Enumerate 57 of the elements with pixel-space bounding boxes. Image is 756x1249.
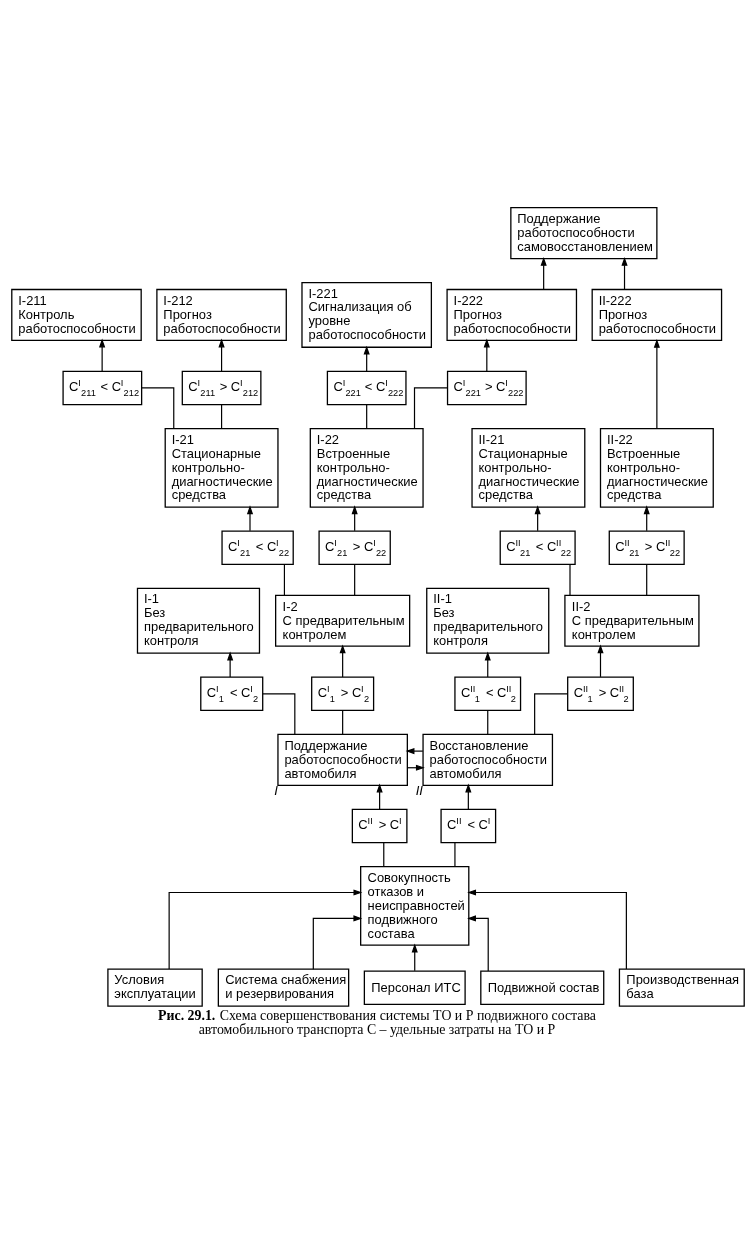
arrow xyxy=(597,644,604,678)
caption: Рис. 29.1. Схема совершенствования системы ТО и Р подвижного состава автомобильного транспорта C – удельные затраты на ТО и Р xyxy=(158,1008,597,1037)
node-box: Система снабжения и резервирования xyxy=(217,968,350,1007)
connector xyxy=(534,693,569,735)
arrow xyxy=(540,257,547,291)
node-box: II-22 Встроенные контрольно-диагностические средства xyxy=(599,427,714,508)
arrow xyxy=(339,644,346,678)
connector xyxy=(646,563,648,596)
arrow xyxy=(99,338,106,372)
connector xyxy=(383,842,385,867)
node-box: II-2 С предварительным контролем xyxy=(564,594,700,647)
node-box: I-2 С предварительным контролем xyxy=(275,594,411,647)
node-box: Персонал ИТС xyxy=(363,970,466,1005)
node-box: II-1 Без предварительного контроля xyxy=(426,587,550,654)
connector xyxy=(354,563,356,596)
connector xyxy=(454,842,456,867)
node-box: I-222 Прогноз работоспособности xyxy=(446,288,578,341)
arrow xyxy=(246,505,254,532)
node-label: I xyxy=(274,782,278,798)
connector xyxy=(366,404,368,429)
connector xyxy=(413,387,448,429)
node-box: Подвижной состав xyxy=(480,970,605,1005)
node-box: Поддержание работоспособности самовосстановлением xyxy=(510,207,658,260)
arrow xyxy=(405,748,424,755)
connector xyxy=(262,693,296,735)
node-box: Восстановление работоспособности автомобиля xyxy=(422,733,554,786)
arrow xyxy=(483,338,490,372)
node-box: C$^{II}$ < C$^{I}$ xyxy=(440,808,497,844)
node-box: II-222 Прогноз работоспособности xyxy=(591,288,723,341)
arrow xyxy=(621,257,628,291)
connector xyxy=(569,563,571,596)
connector xyxy=(283,563,286,596)
node-box: I-211 Контроль работоспособности xyxy=(11,288,142,341)
arrow xyxy=(467,889,627,970)
node-box: Совокупность отказов и неисправностей подвижного состава xyxy=(360,866,470,946)
arrow xyxy=(467,915,489,972)
node-box: II-21 Стационарные контрольно-диагностические средства xyxy=(471,427,586,508)
arrow xyxy=(218,338,225,372)
node-box: I-21 Стационарные контрольно-диагностические средства xyxy=(164,427,279,508)
node-box: I-221 Сигнализация об уровне работоспособности xyxy=(301,281,432,348)
node-box: Поддержание работоспособности автомобиля xyxy=(277,733,408,786)
arrow xyxy=(168,889,363,970)
connector xyxy=(487,710,489,735)
connector xyxy=(221,404,223,429)
node-label: II xyxy=(415,782,423,798)
arrow xyxy=(312,915,363,970)
node-box: I-22 Встроенные контрольно-диагностические средства xyxy=(309,427,424,508)
node-box: I-212 Прогноз работоспособности xyxy=(156,288,287,341)
connector xyxy=(342,710,344,735)
node-box: C$^{II}$ > C$^{I}$ xyxy=(351,808,408,844)
node-box: I-1 Без предварительного контроля xyxy=(136,587,261,654)
connector xyxy=(141,387,175,429)
node-box: Условия эксплуатации xyxy=(107,968,203,1007)
arrow xyxy=(653,338,660,430)
arrow xyxy=(411,943,418,972)
arrow xyxy=(227,651,234,678)
node-box: Производственная база xyxy=(618,968,745,1007)
